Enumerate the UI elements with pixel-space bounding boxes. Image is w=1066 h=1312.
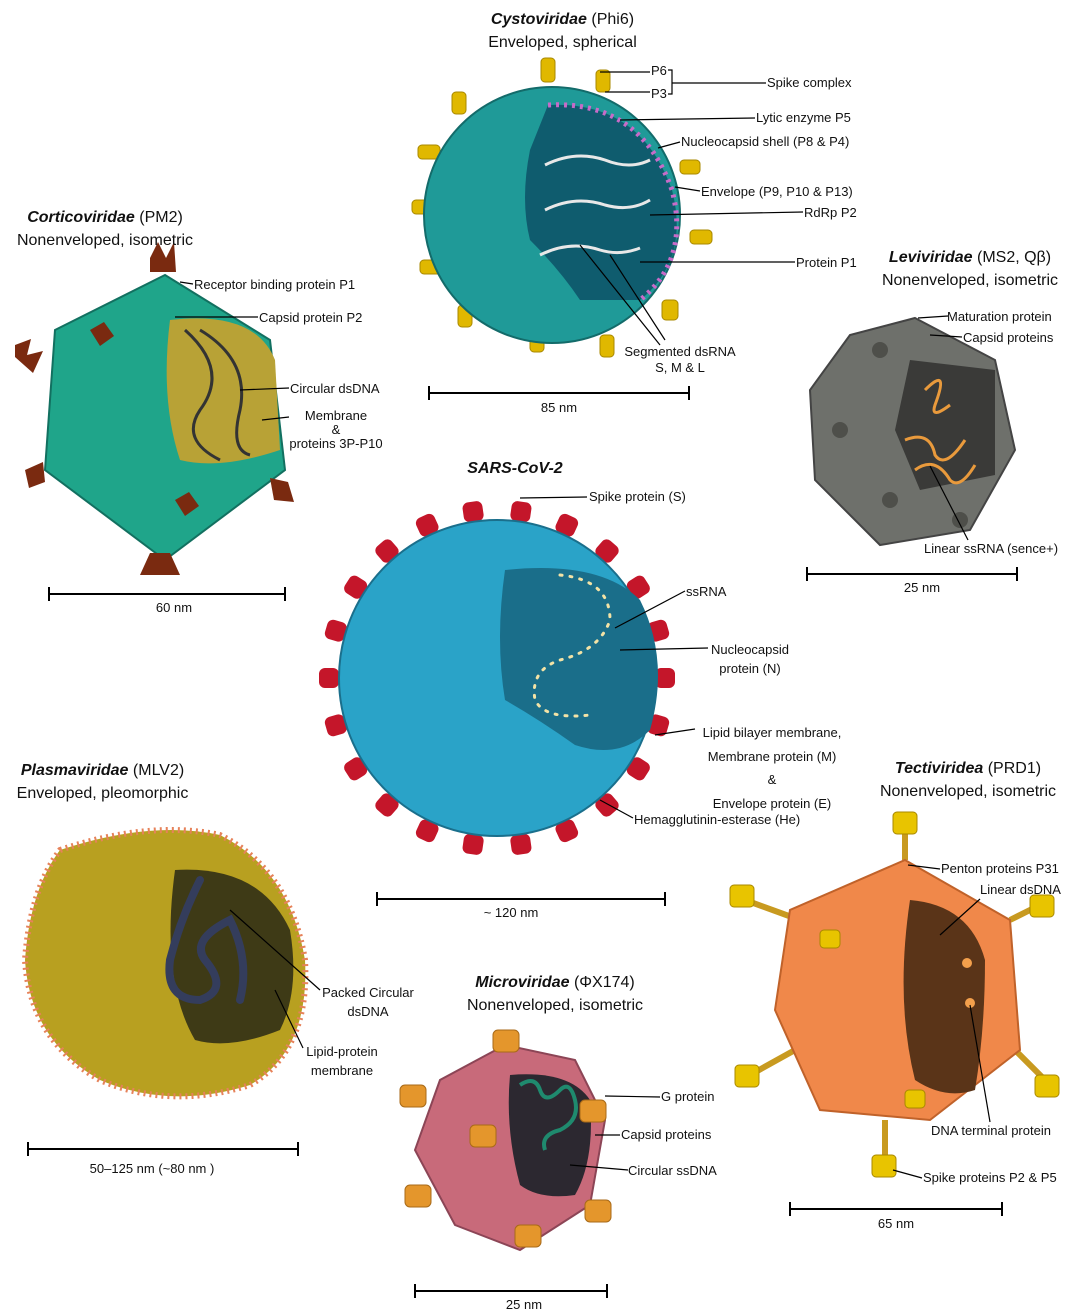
label-line-4: Envelope protein (E) <box>713 796 832 811</box>
label-maturation-protein: Maturation protein <box>947 309 1052 325</box>
scale-bar <box>414 1290 608 1292</box>
scale-label: 25 nm <box>806 580 1038 595</box>
scale-bar <box>48 593 286 595</box>
label-circular-ssdna: Circular ssDNA <box>628 1163 717 1179</box>
label-lytic-enzyme: Lytic enzyme P5 <box>756 110 851 126</box>
label-line-3: proteins 3P-P10 <box>289 436 382 451</box>
label-envelope: Envelope (P9, P10 & P13) <box>701 184 853 200</box>
label-capsid-proteins: Capsid proteins <box>621 1127 711 1143</box>
description: Enveloped, spherical <box>488 34 637 51</box>
label-membrane-envelope: Lipid bilayer membrane, Membrane protein… <box>692 721 852 815</box>
label-g-protein: G protein <box>661 1089 714 1105</box>
label-membrane-proteins: Membrane & proteins 3P-P10 <box>280 409 392 451</box>
scale-bar <box>789 1208 1003 1210</box>
label-protein-p1: Protein P1 <box>796 255 857 271</box>
strain-name: (PRD1) <box>988 760 1041 777</box>
scale-label: 25 nm <box>414 1297 634 1312</box>
label-line-3: & <box>768 772 777 787</box>
sars-cov-2-virion <box>319 500 675 855</box>
strain-name: (Phi6) <box>591 11 634 28</box>
label-capsid-proteins: Capsid proteins <box>963 330 1053 346</box>
family-name: Tectiviridea <box>895 760 983 777</box>
label-ssrna: ssRNA <box>686 584 726 600</box>
label-capsid-protein: Capsid protein P2 <box>259 310 362 326</box>
strain-name: (MLV2) <box>133 762 184 779</box>
label-linear-dsdna: Linear dsDNA <box>980 882 1061 898</box>
label-dna-terminal-protein: DNA terminal protein <box>931 1123 1051 1139</box>
scale-label: ~ 120 nm <box>376 905 646 920</box>
scale-bar <box>428 392 690 394</box>
strain-name: (ΦX174) <box>574 974 635 991</box>
scale-label: 65 nm <box>789 1216 1003 1231</box>
label-circular-dsdna: Circular dsDNA <box>290 381 380 397</box>
leviviridae-virion <box>810 318 1015 545</box>
label-lipid-protein-membrane: Lipid-protein membrane <box>292 1042 392 1080</box>
spike-protein-mark <box>510 833 533 856</box>
label-line-2: dsDNA <box>347 1004 388 1019</box>
label-receptor-binding: Receptor binding protein P1 <box>194 277 355 293</box>
plasmaviridae-title: Plasmaviridae (MLV2) Enveloped, pleomorp… <box>5 759 200 805</box>
spike-protein-mark <box>655 668 675 688</box>
family-name: Plasmaviridae <box>21 762 129 779</box>
description: Nonenveloped, isometric <box>17 232 193 249</box>
label-line-1: Segmented dsRNA <box>624 344 735 359</box>
label-line-1: Nucleocapsid <box>711 642 789 657</box>
leviviridae-title: Leviviridae (MS2, Qβ) Nonenveloped, isom… <box>880 246 1060 292</box>
description: Enveloped, pleomorphic <box>17 785 189 802</box>
spike-protein-mark <box>462 500 485 523</box>
scale-label: 60 nm <box>48 600 300 615</box>
cystoviridae-virion <box>412 58 712 357</box>
strain-name: (MS2, Qβ) <box>977 249 1051 266</box>
scale-bar <box>376 898 666 900</box>
description: Nonenveloped, isometric <box>882 272 1058 289</box>
label-segmented-dsrna: Segmented dsRNA S, M & L <box>610 344 750 376</box>
label-p3: P3 <box>651 86 667 102</box>
family-name: SARS-CoV-2 <box>467 460 562 477</box>
sars-cov-2-title: SARS-CoV-2 <box>440 457 590 480</box>
label-line-2: Membrane protein (M) <box>708 749 837 764</box>
description: Nonenveloped, isometric <box>880 783 1056 800</box>
label-hemagglutinin-esterase: Hemagglutinin-esterase (He) <box>634 812 800 828</box>
label-line-2: S, M & L <box>655 360 705 375</box>
family-name: Leviviridae <box>889 249 973 266</box>
tectiviridea-title: Tectiviridea (PRD1) Nonenveloped, isomet… <box>872 757 1064 803</box>
scale-bar <box>806 573 1018 575</box>
label-nucleocapsid-shell: Nucleocapsid shell (P8 & P4) <box>681 134 849 150</box>
description: Nonenveloped, isometric <box>467 997 643 1014</box>
plasmaviridae-virion <box>25 830 305 1096</box>
scale-label: 50–125 nm (~80 nm ) <box>27 1161 277 1176</box>
label-spike-protein: Spike protein (S) <box>589 489 686 505</box>
scale-label: 85 nm <box>428 400 690 415</box>
strain-name: (PM2) <box>139 209 183 226</box>
label-packed-circular-dsdna: Packed Circular dsDNA <box>313 983 423 1021</box>
label-line-1: Lipid bilayer membrane, <box>703 725 842 740</box>
label-line-1: Membrane <box>305 408 367 423</box>
label-line-2: & <box>332 422 341 437</box>
label-line-1: Lipid-protein <box>306 1044 378 1059</box>
corticoviridae-title: Corticoviridae (PM2) Nonenveloped, isome… <box>5 206 205 252</box>
label-spike-complex: Spike complex <box>767 75 852 91</box>
label-line-2: protein (N) <box>719 661 780 676</box>
spike-protein-mark <box>319 668 339 688</box>
label-spike-proteins: Spike proteins P2 & P5 <box>923 1170 1057 1186</box>
label-rdrp: RdRp P2 <box>804 205 857 221</box>
label-line-1: Packed Circular <box>322 985 414 1000</box>
label-linear-ssrna: Linear ssRNA (sence+) <box>924 541 1058 557</box>
label-penton-proteins: Penton proteins P31 <box>941 861 1059 877</box>
microviridae-title: Microviridae (ΦX174) Nonenveloped, isome… <box>455 971 655 1017</box>
family-name: Microviridae <box>475 974 569 991</box>
family-name: Cystoviridae <box>491 11 587 28</box>
label-line-2: membrane <box>311 1063 373 1078</box>
spike-protein-mark <box>462 833 485 856</box>
microviridae-virion <box>400 1030 611 1250</box>
cystoviridae-title: Cystoviridae (Phi6) Enveloped, spherical <box>430 8 695 54</box>
label-nucleocapsid-protein: Nucleocapsid protein (N) <box>700 640 800 678</box>
scale-bar <box>27 1148 299 1150</box>
family-name: Corticoviridae <box>27 209 135 226</box>
label-p6: P6 <box>651 63 667 79</box>
spike-protein-mark <box>510 500 533 523</box>
